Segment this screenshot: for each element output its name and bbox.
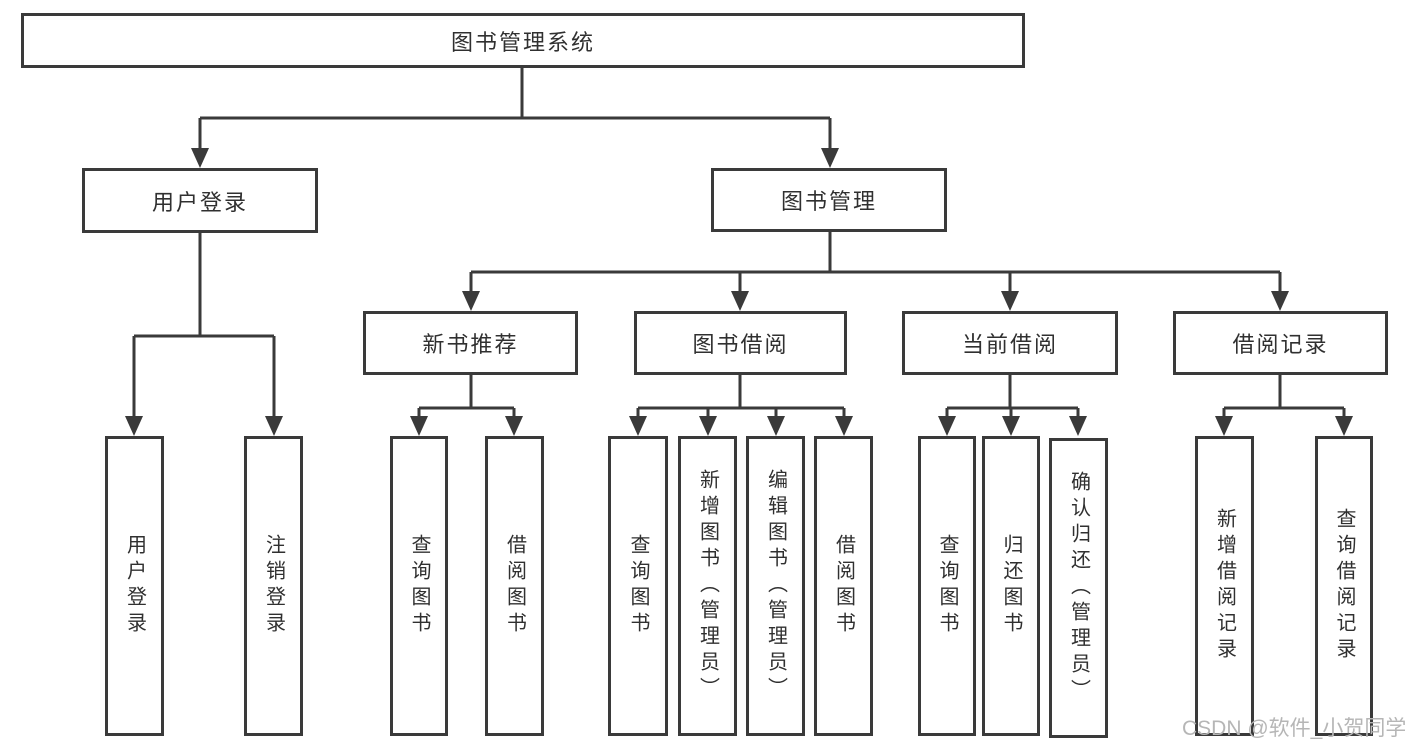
node-label: 图书借阅 [692,332,789,357]
connector-currentborrow-to-leaves [938,375,1087,436]
node-book-management: 图书管理 [711,168,947,232]
arrowhead-icon [1002,416,1020,436]
node-label: 当前借阅 [961,332,1058,357]
arrowhead-icon [410,416,428,436]
node-book-borrow: 图书借阅 [634,311,847,375]
connector-root-to-level2 [191,68,839,168]
arrowhead-icon [505,416,523,436]
arrowhead-icon [462,291,480,311]
node-label: 用户登录 [151,189,248,215]
arrowhead-icon [767,416,785,436]
node-label: 查询图书 [408,534,430,638]
node-label: 借阅图书 [503,534,526,638]
node-label: 查询图书 [627,534,649,638]
leaf-newbook-query-book: 查询图书 [390,436,448,736]
node-user-login: 用户登录 [82,168,318,233]
arrowhead-icon [1271,291,1289,311]
arrowhead-icon [938,416,956,436]
leaf-logout: 注销登录 [244,436,303,736]
leaf-borrow-query-book: 查询图书 [608,436,668,736]
arrowhead-icon [125,416,143,436]
node-label: 查询借阅记录 [1333,508,1355,664]
arrowhead-icon [1001,291,1019,311]
connector-userlogin-to-leaves [125,232,283,436]
node-label: 查询图书 [936,534,958,638]
node-label: 借阅图书 [832,534,855,638]
leaf-borrow-book: 借阅图书 [814,436,873,736]
node-label: 新增图书（管理员） [696,469,719,703]
arrowhead-icon [821,148,839,168]
arrowhead-icon [731,291,749,311]
node-label: 借阅记录 [1232,332,1329,357]
leaf-user-login: 用户登录 [105,436,164,736]
leaf-newbook-borrow-book: 借阅图书 [485,436,544,736]
connector-bookborrow-to-leaves [629,375,853,436]
leaf-return-book: 归还图书 [982,436,1040,736]
connector-bookmgmt-to-level3 [462,232,1289,311]
connector-borrowrecord-to-leaves [1215,375,1353,436]
arrowhead-icon [1069,416,1087,436]
leaf-confirm-return-admin: 确认归还（管理员） [1049,438,1108,738]
arrowhead-icon [1215,416,1233,436]
node-label: 归还图书 [1000,534,1022,638]
leaf-add-book-admin: 新增图书（管理员） [678,436,737,736]
node-label: 新书推荐 [422,332,519,357]
arrowhead-icon [835,416,853,436]
arrowhead-icon [629,416,647,436]
arrowhead-icon [1335,416,1353,436]
node-label: 图书管理 [780,189,877,214]
node-label: 注销登录 [262,534,285,638]
leaf-add-borrow-record: 新增借阅记录 [1195,436,1254,736]
node-label: 用户登录 [123,534,146,638]
node-root-system: 图书管理系统 [21,13,1025,68]
node-label: 图书管理系统 [450,29,595,55]
node-label: 编辑图书（管理员） [764,469,787,703]
arrowhead-icon [191,148,209,168]
arrowhead-icon [699,416,717,436]
connector-newbook-to-leaves [410,375,523,436]
watermark: CSDN @软件_小贺同学 [1182,717,1405,740]
node-label: 确认归还（管理员） [1067,471,1090,705]
leaf-edit-book-admin: 编辑图书（管理员） [746,436,805,736]
node-borrow-record: 借阅记录 [1173,311,1388,375]
leaf-current-query-book: 查询图书 [918,436,976,736]
node-label: 新增借阅记录 [1213,508,1236,664]
node-new-book-recommend: 新书推荐 [363,311,578,375]
arrowhead-icon [265,416,283,436]
leaf-query-borrow-record: 查询借阅记录 [1315,436,1373,736]
node-current-borrow: 当前借阅 [902,311,1118,375]
